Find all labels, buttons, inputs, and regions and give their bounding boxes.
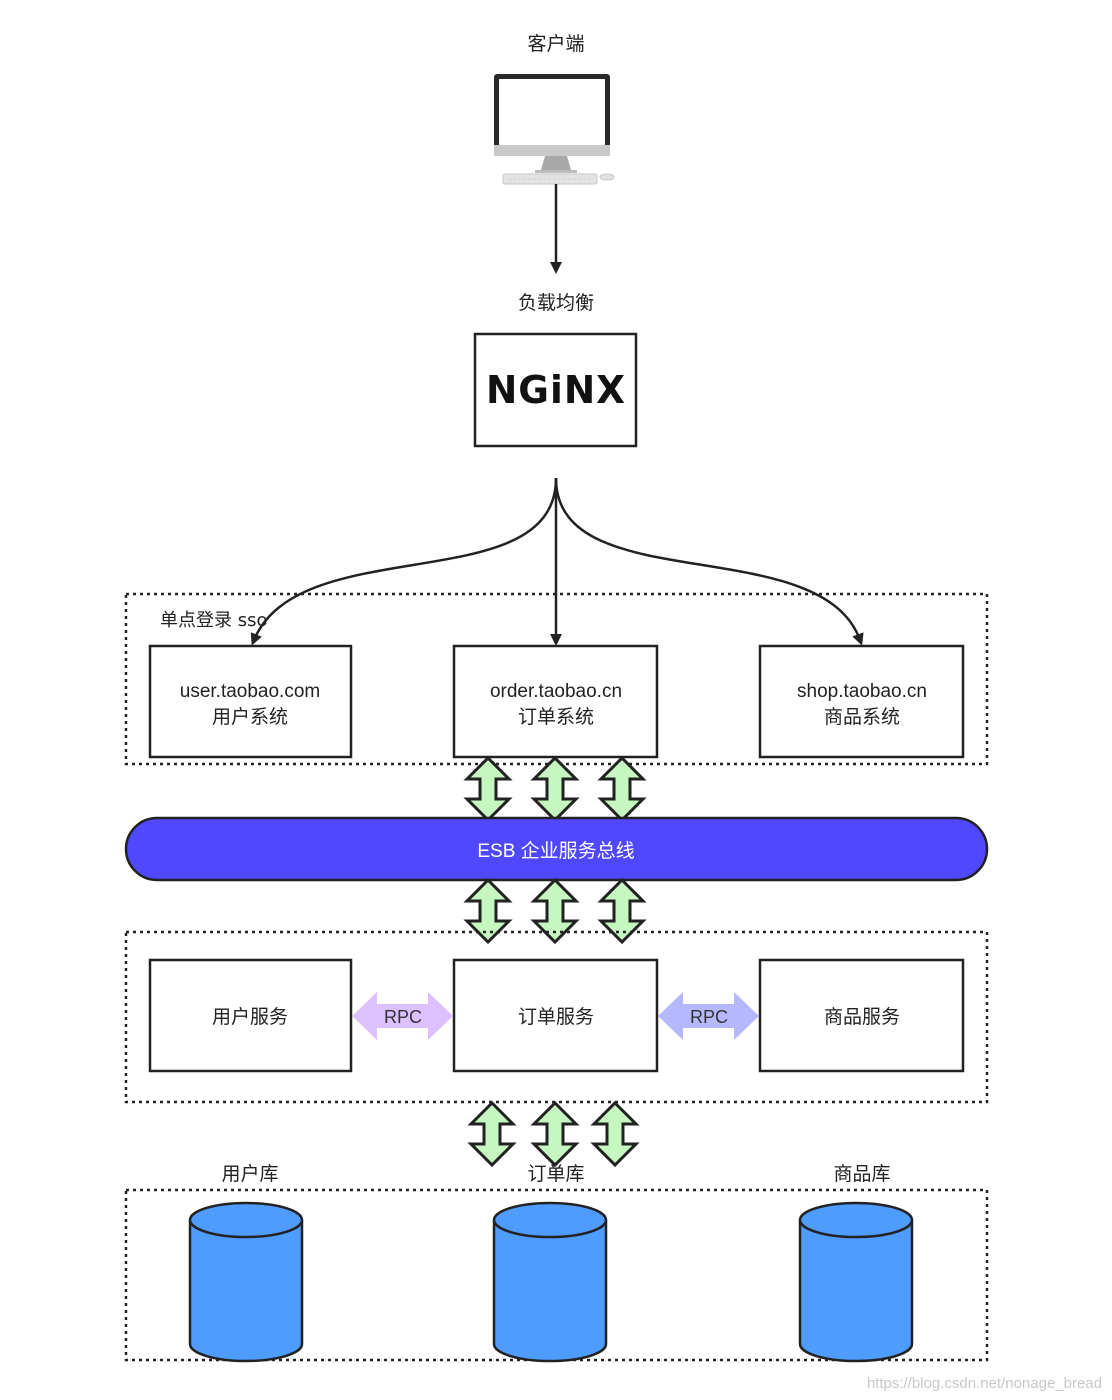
system-name: 商品系统 (824, 706, 900, 728)
database-cylinder-icon-shop (798, 1201, 914, 1363)
nginx-box (473, 332, 638, 448)
sso-group-label: 单点登录 sso (160, 610, 268, 631)
rpc-label: RPC (384, 1007, 422, 1027)
watermark: https://blog.csdn.net/nonage_bread (867, 1375, 1102, 1392)
systems-esb-arrows (465, 756, 645, 822)
double-arrow-icon (469, 1101, 515, 1167)
database-cylinder-icon-user (188, 1201, 304, 1363)
nginx-logo: NGiNX (486, 368, 626, 412)
lb-fanout-arrows (250, 477, 864, 646)
system-box-user: user.taobao.com 用户系统 (148, 644, 353, 759)
db-label: 用户库 (221, 1163, 278, 1185)
double-arrow-icon (599, 756, 645, 822)
services-group-border (124, 930, 989, 1104)
service-box-user: 用户服务 (148, 958, 353, 1073)
double-arrow-icon (658, 992, 759, 1040)
service-name: 订单服务 (518, 1006, 594, 1028)
db-label: 订单库 (527, 1163, 584, 1185)
db-label: 商品库 (833, 1163, 890, 1185)
databases-group-border (124, 1188, 989, 1362)
double-arrow-icon (599, 878, 645, 944)
load-balancer-label: 负载均衡 (518, 292, 594, 314)
service-name: 商品服务 (824, 1006, 900, 1028)
rpc-link-order-shop: RPC (658, 992, 759, 1040)
rpc-link-user-order: RPC (352, 992, 453, 1040)
desktop-computer-icon (494, 74, 615, 185)
double-arrow-icon (352, 992, 453, 1040)
client-label: 客户端 (527, 33, 584, 55)
service-box-shop: 商品服务 (758, 958, 965, 1073)
service-name: 用户服务 (212, 1006, 288, 1028)
sso-group-border (124, 592, 989, 766)
esb-label: ESB 企业服务总线 (477, 840, 634, 862)
rpc-label: RPC (690, 1007, 728, 1027)
system-domain: order.taobao.cn (490, 681, 622, 702)
service-box-order: 订单服务 (452, 958, 659, 1073)
double-arrow-icon (465, 878, 511, 944)
system-box-shop: shop.taobao.cn 商品系统 (758, 644, 965, 759)
system-domain: shop.taobao.cn (797, 681, 927, 702)
system-name: 用户系统 (212, 706, 288, 728)
database-cylinder-icon-order (492, 1201, 608, 1363)
lb-to-shop-arrow (554, 477, 864, 646)
double-arrow-icon (532, 756, 578, 822)
lb-to-user-arrow (250, 477, 558, 646)
services-db-arrows (469, 1101, 638, 1167)
double-arrow-icon (465, 756, 511, 822)
double-arrow-icon (532, 1101, 578, 1167)
double-arrow-icon (592, 1101, 638, 1167)
system-box-order: order.taobao.cn 订单系统 (452, 644, 659, 759)
system-domain: user.taobao.com (180, 681, 320, 702)
system-name: 订单系统 (518, 706, 594, 728)
